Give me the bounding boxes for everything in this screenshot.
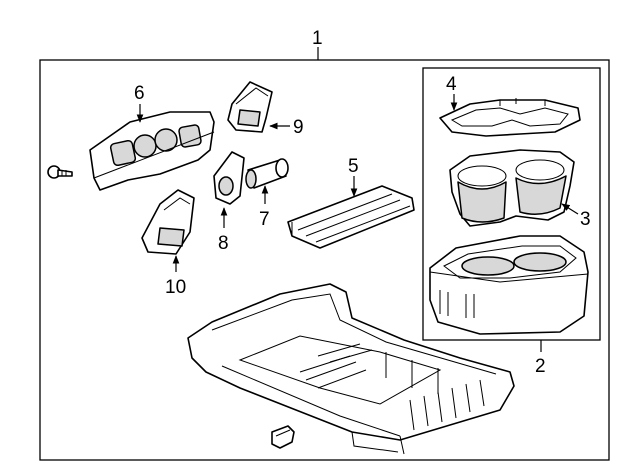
leader-line-3	[561, 203, 579, 215]
subassembly-frame	[422, 67, 601, 341]
bin-liner-part	[287, 185, 415, 249]
callout-5: 5	[348, 156, 359, 177]
console-base-part	[187, 283, 515, 455]
usb-port-2-part	[141, 189, 195, 255]
switch-bezel-part	[89, 111, 215, 191]
outlet-housing-part	[213, 151, 245, 205]
clip-part	[271, 425, 295, 449]
callout-8: 8	[218, 233, 229, 254]
callout-1: 1	[312, 28, 323, 49]
callout-4: 4	[446, 74, 457, 95]
callout-2: 2	[535, 356, 546, 377]
cup-housing-part	[429, 235, 589, 335]
cup-insert-part	[449, 149, 575, 227]
socket-insert-part	[245, 158, 289, 189]
callout-6: 6	[134, 83, 145, 104]
trim-ring-part	[439, 98, 581, 137]
callout-9: 9	[293, 117, 304, 138]
usb-port-part	[227, 81, 273, 133]
callout-10: 10	[165, 277, 186, 298]
callout-3: 3	[580, 209, 591, 230]
callout-7: 7	[259, 209, 270, 230]
assembly-frame	[39, 59, 610, 461]
screw-part	[47, 165, 73, 179]
